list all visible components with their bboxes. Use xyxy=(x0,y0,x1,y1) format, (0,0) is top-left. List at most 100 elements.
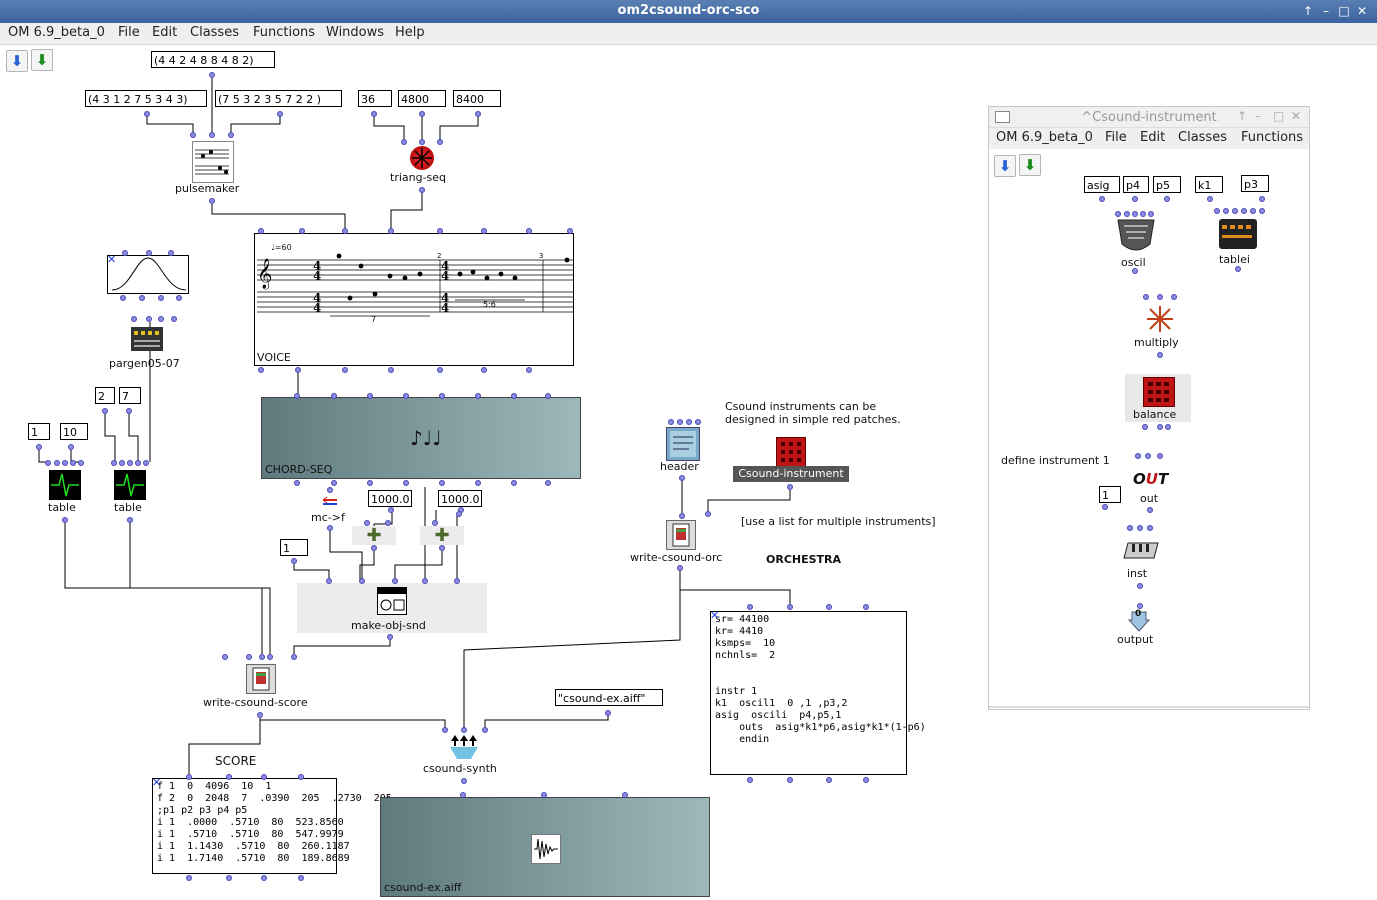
value-1-input[interactable]: 1 xyxy=(28,423,50,440)
outlet[interactable] xyxy=(291,558,297,564)
inlet[interactable] xyxy=(190,132,196,138)
inlet[interactable] xyxy=(331,393,337,399)
inlet[interactable] xyxy=(511,393,517,399)
k1-input[interactable]: k1 xyxy=(1195,176,1223,193)
inlet[interactable] xyxy=(422,578,428,584)
outlet[interactable] xyxy=(298,875,304,881)
rhythm-top-input[interactable]: (4 4 2 4 8 8 4 8 2) xyxy=(151,51,275,68)
inlet[interactable] xyxy=(127,460,133,466)
inlet[interactable] xyxy=(454,578,460,584)
inlet[interactable] xyxy=(1145,453,1151,459)
inlet[interactable] xyxy=(228,132,234,138)
outlet[interactable] xyxy=(475,480,481,486)
inlet[interactable] xyxy=(1214,208,1220,214)
inlet[interactable] xyxy=(668,419,674,425)
subwindow-maximize-button[interactable]: □ xyxy=(1273,109,1285,123)
inlet[interactable] xyxy=(403,393,409,399)
subwindow-minimize-button[interactable]: – xyxy=(1255,109,1261,123)
value-7-input[interactable]: 7 xyxy=(119,387,141,404)
bpf-lock-icon[interactable]: ✕ xyxy=(107,253,117,266)
inlet[interactable] xyxy=(481,228,487,234)
inlet[interactable] xyxy=(78,460,84,466)
inlet[interactable] xyxy=(567,228,573,234)
subwindow-up-button[interactable]: ↑ xyxy=(1237,109,1248,123)
value-4800-input[interactable]: 4800 xyxy=(398,90,446,107)
inlet[interactable] xyxy=(437,139,443,145)
outlet[interactable] xyxy=(403,480,409,486)
inlet[interactable] xyxy=(1137,603,1143,609)
menu-file[interactable]: File xyxy=(118,25,140,40)
outlet[interactable] xyxy=(186,875,192,881)
csound-synth-box[interactable] xyxy=(447,733,481,761)
outlet[interactable] xyxy=(677,565,683,571)
inlet[interactable] xyxy=(388,228,394,234)
inlet[interactable] xyxy=(226,774,232,780)
outlet[interactable] xyxy=(679,475,685,481)
pargen-box[interactable] xyxy=(131,327,163,351)
inlet[interactable] xyxy=(299,228,305,234)
inlet[interactable] xyxy=(327,487,333,493)
menu-windows[interactable]: Windows xyxy=(326,25,385,40)
inlet[interactable] xyxy=(695,419,701,425)
sound-editor[interactable]: csound-ex.aiff xyxy=(380,797,710,897)
submenu-classes[interactable]: Classes xyxy=(1178,130,1227,145)
outlet[interactable] xyxy=(475,111,481,117)
outlet[interactable] xyxy=(261,875,267,881)
inlet[interactable] xyxy=(460,792,466,798)
menu-app[interactable]: OM 6.9_beta_0 xyxy=(8,25,105,40)
outlet[interactable] xyxy=(1132,196,1138,202)
inlet[interactable] xyxy=(342,228,348,234)
inlet[interactable] xyxy=(545,393,551,399)
window-menu-icon[interactable] xyxy=(995,111,1010,123)
window-close-button[interactable]: ✕ xyxy=(1356,4,1368,18)
menu-functions[interactable]: Functions xyxy=(253,25,316,40)
inlet[interactable] xyxy=(1140,211,1146,217)
outlet[interactable] xyxy=(209,72,215,78)
outlet[interactable] xyxy=(787,484,793,490)
outlet[interactable] xyxy=(1259,196,1265,202)
inlet[interactable] xyxy=(541,792,547,798)
write-csound-score-box[interactable] xyxy=(246,664,276,694)
value-1000a-input[interactable]: 1000.0 xyxy=(368,490,412,507)
inlet[interactable] xyxy=(158,316,164,322)
inlet[interactable] xyxy=(747,604,753,610)
output-box[interactable] xyxy=(1127,610,1151,632)
outlet[interactable] xyxy=(461,778,467,784)
p4-input[interactable]: p4 xyxy=(1123,176,1149,193)
outlet[interactable] xyxy=(511,480,517,486)
outlet[interactable] xyxy=(526,367,532,373)
eval-down-green-button[interactable]: ⬇ xyxy=(31,49,53,71)
outlet[interactable] xyxy=(1132,268,1138,274)
inlet[interactable] xyxy=(482,727,488,733)
inlet[interactable] xyxy=(1148,211,1154,217)
inlet[interactable] xyxy=(456,511,462,517)
inlet[interactable] xyxy=(1124,211,1130,217)
inlet[interactable] xyxy=(437,228,443,234)
inlet[interactable] xyxy=(359,578,365,584)
inlet[interactable] xyxy=(526,228,532,234)
outlet[interactable] xyxy=(826,777,832,783)
submenu-app[interactable]: OM 6.9_beta_0 xyxy=(996,130,1093,145)
tablei-box[interactable] xyxy=(1219,219,1257,249)
outlet[interactable] xyxy=(277,111,283,117)
asig-input[interactable]: asig xyxy=(1084,176,1120,193)
inlet[interactable] xyxy=(787,604,793,610)
inlet[interactable] xyxy=(622,792,628,798)
inlet[interactable] xyxy=(298,774,304,780)
inlet[interactable] xyxy=(442,727,448,733)
outlet[interactable] xyxy=(139,295,145,301)
outlet[interactable] xyxy=(419,187,425,193)
inlet[interactable] xyxy=(432,520,438,526)
header-box[interactable] xyxy=(666,427,700,461)
inlet[interactable] xyxy=(246,654,252,660)
outlet[interactable] xyxy=(102,408,108,414)
outlet[interactable] xyxy=(863,777,869,783)
inst-box[interactable] xyxy=(1122,540,1160,560)
multiply-box[interactable] xyxy=(1146,305,1174,333)
window-maximize-button[interactable]: □ xyxy=(1338,4,1350,18)
outlet[interactable] xyxy=(1164,196,1170,202)
inlet[interactable] xyxy=(439,393,445,399)
inlet[interactable] xyxy=(461,727,467,733)
window-up-button[interactable]: ↑ xyxy=(1302,4,1314,18)
one-input[interactable]: 1 xyxy=(1099,486,1121,503)
